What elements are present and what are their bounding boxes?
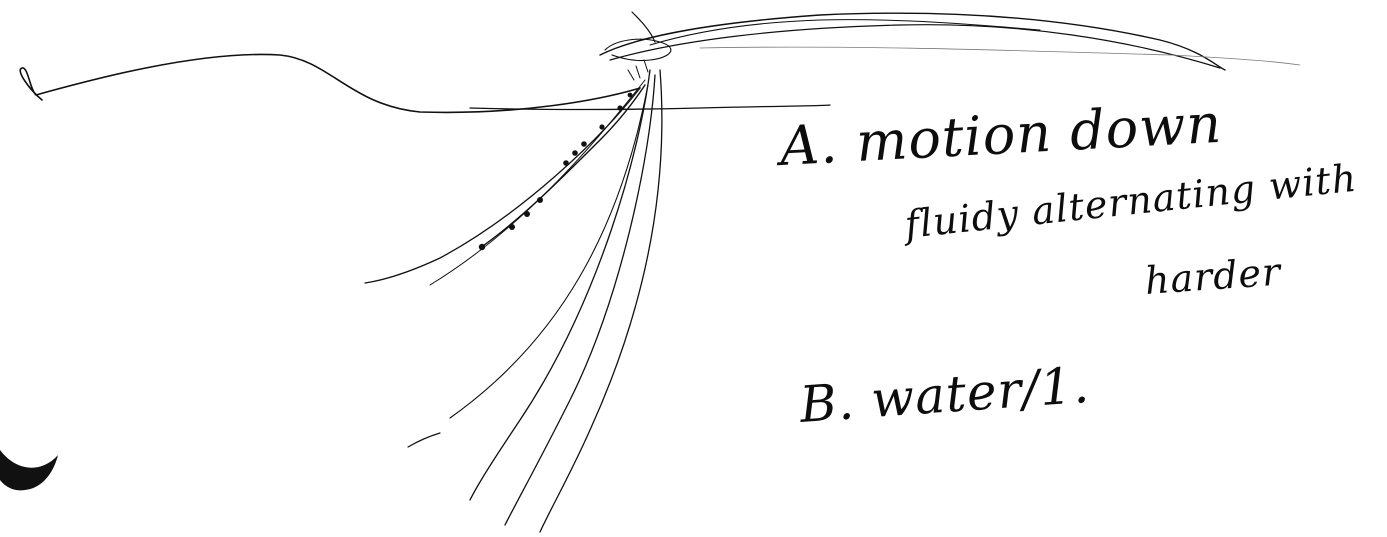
crescent-mark <box>0 450 58 491</box>
horizon-loop <box>604 38 672 62</box>
horizon-stroke-2 <box>609 24 1221 69</box>
long-curve-1 <box>469 69 651 501</box>
horizon-stroke-3 <box>649 19 1041 46</box>
sweep-curve-faint <box>429 79 646 286</box>
diagonal-dots <box>478 92 633 251</box>
top-wave-stroke <box>19 53 641 114</box>
sweep-curve-left <box>364 87 641 284</box>
long-curve-4 <box>449 84 649 419</box>
top-tick-stroke <box>631 11 656 43</box>
mid-horizontal-stroke <box>469 104 831 111</box>
long-curve-2 <box>504 74 656 526</box>
short-stroke-lower <box>407 432 441 448</box>
dotted-diagonal-line <box>479 84 646 249</box>
horizon-stroke-1 <box>599 12 1226 71</box>
note-a-line3: harder <box>1143 249 1283 303</box>
long-curve-3 <box>539 69 663 533</box>
horizon-faint-stroke <box>699 46 1301 66</box>
junction-scribble <box>627 59 649 81</box>
